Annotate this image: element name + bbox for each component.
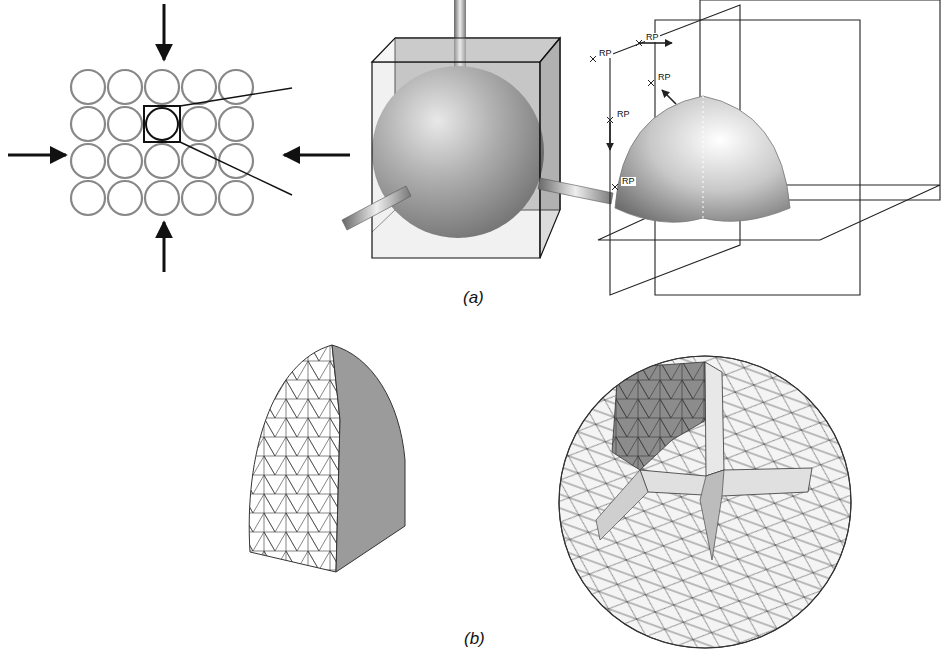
reference-point-label: RP: [598, 49, 613, 58]
reference-point-label: RP: [645, 33, 660, 42]
reference-point-label: RP: [616, 110, 631, 119]
reference-point-label: RP: [621, 177, 636, 186]
reference-point-label: RP: [657, 73, 672, 82]
panel-label: (a): [463, 289, 484, 306]
panel-label: (b): [464, 630, 485, 647]
